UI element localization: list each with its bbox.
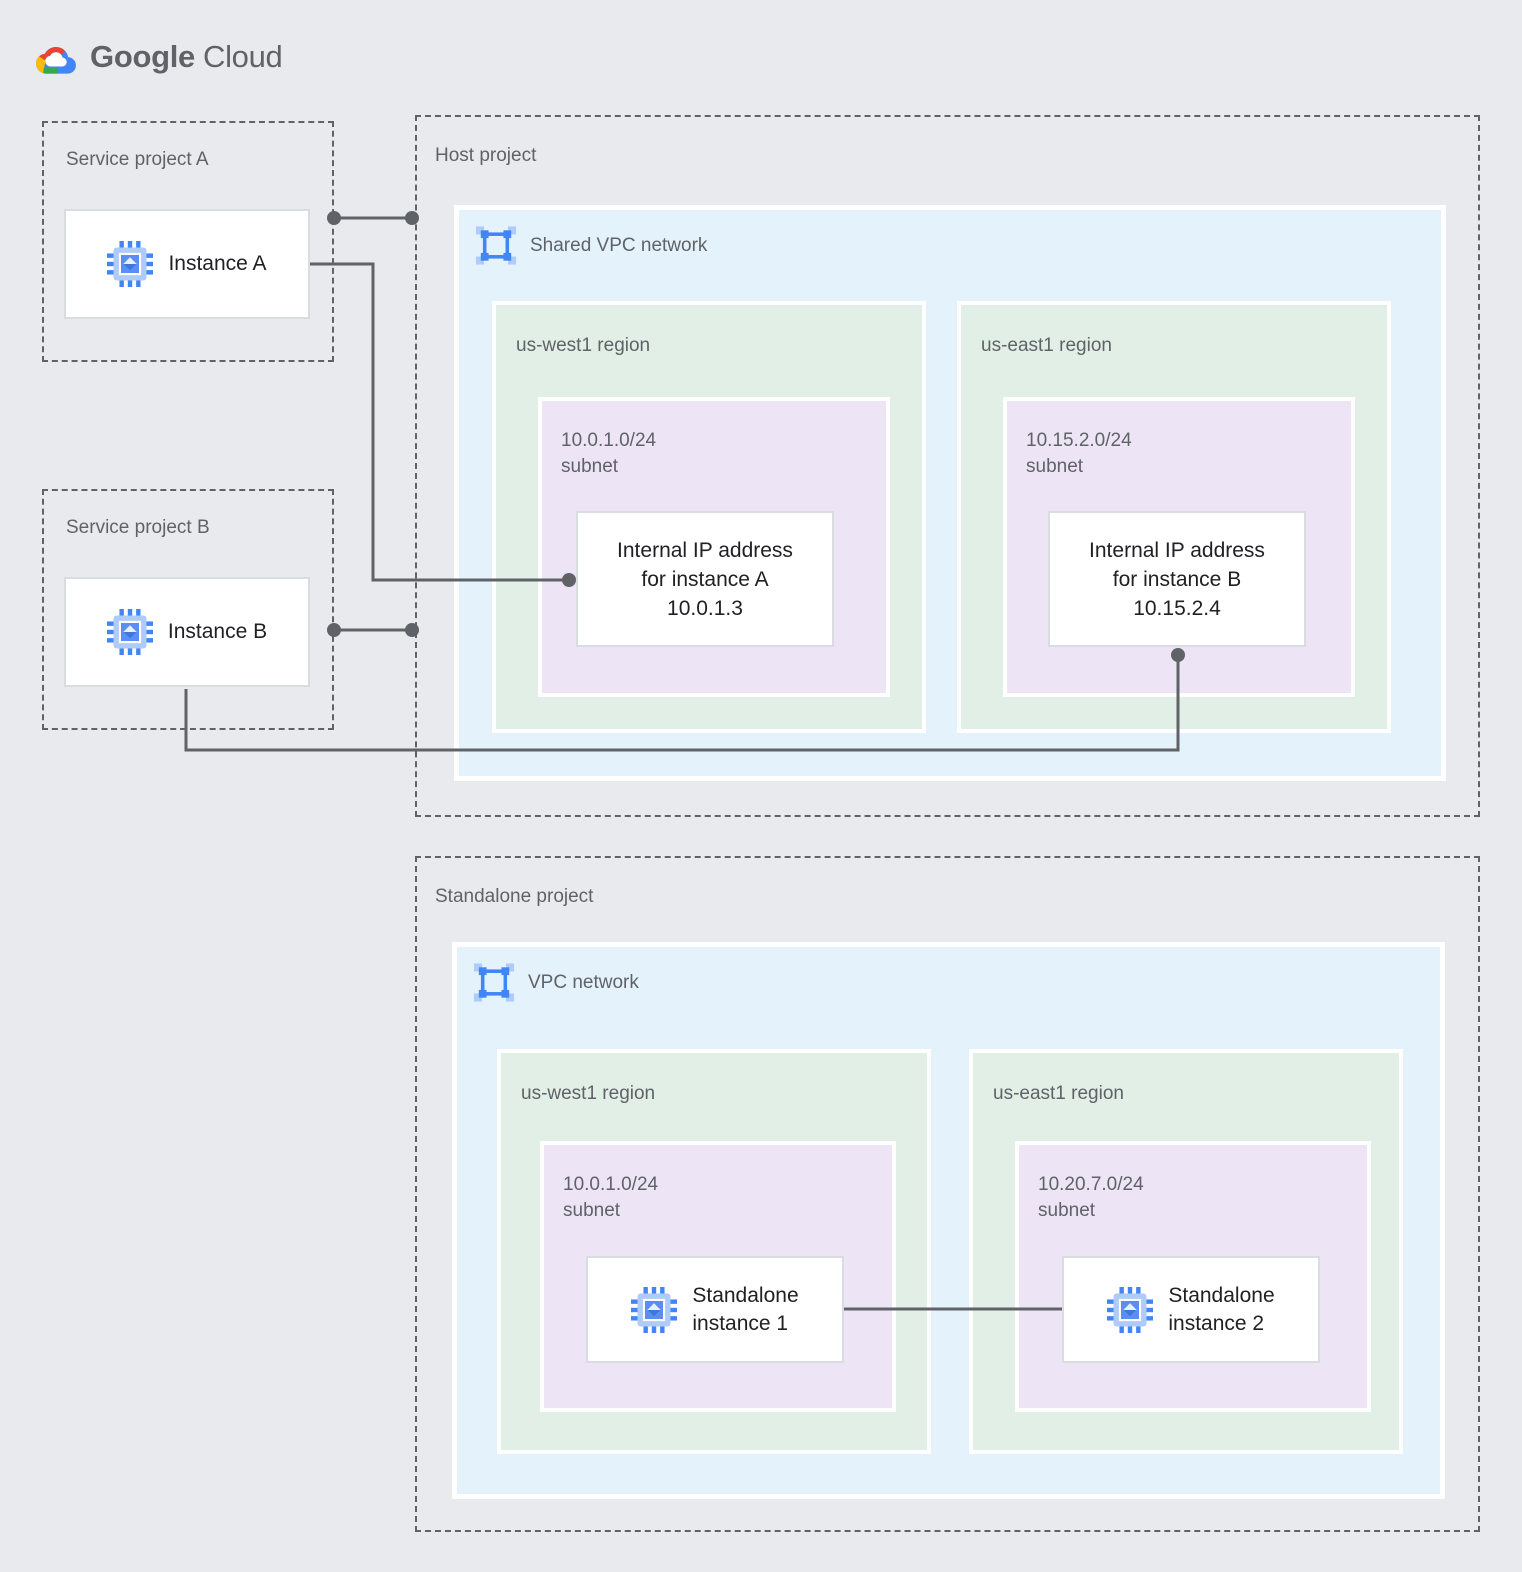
instance-a-label: Instance A	[168, 252, 267, 275]
host-subnet-us-west1: 10.0.1.0/24 subnet Internal IP address f…	[538, 397, 890, 697]
compute-engine-icon	[107, 241, 154, 287]
subnet-word: subnet	[563, 1200, 621, 1221]
standalone-instance-2-card: Standalone instance 2	[1062, 1256, 1320, 1363]
ip-card-line3: 10.0.1.3	[667, 596, 743, 620]
instance-a-card: Instance A	[64, 209, 310, 319]
logo-brand: Google	[90, 39, 195, 74]
standalone-project-label: Standalone project	[435, 886, 594, 907]
vpc-network-icon-slot	[473, 963, 515, 1002]
compute-engine-icon	[1107, 1286, 1154, 1333]
service-project-b-box: Service project B Instance B	[42, 489, 334, 730]
compute-engine-icon-slot	[631, 1286, 678, 1333]
standalone-subnet-us-west1-label: 10.0.1.0/24 subnet	[563, 1172, 658, 1224]
instance-line1: Standalone	[1168, 1283, 1275, 1307]
vpc-network-header: VPC network	[473, 963, 639, 1002]
instance-b-card: Instance B	[64, 577, 310, 687]
google-cloud-logo-icon	[36, 47, 76, 74]
standalone-region-us-east1-label: us-east1 region	[993, 1083, 1124, 1104]
host-region-us-west1-label: us-west1 region	[516, 335, 651, 356]
subnet-cidr: 10.0.1.0/24	[563, 1174, 659, 1195]
subnet-cidr: 10.20.7.0/24	[1038, 1174, 1144, 1195]
host-subnet-us-east1: 10.15.2.0/24 subnet Internal IP address …	[1003, 397, 1355, 697]
host-subnet-us-west1-label: 10.0.1.0/24 subnet	[561, 428, 656, 480]
logo-product: Cloud	[202, 39, 283, 74]
ip-card-line1: Internal IP address	[1089, 538, 1265, 562]
instance-line2: instance 1	[692, 1311, 789, 1335]
shared-vpc-network-label: Shared VPC network	[530, 234, 708, 256]
instance-b-label: Instance B	[167, 620, 268, 643]
compute-engine-icon-slot	[106, 609, 153, 655]
vpc-network-label: VPC network	[528, 971, 639, 993]
standalone-subnet-us-east1-label: 10.20.7.0/24 subnet	[1038, 1172, 1144, 1224]
standalone-instance-2-label: Standalone instance 2	[1168, 1282, 1274, 1338]
standalone-subnet-us-east1: 10.20.7.0/24 subnet Standalone instance …	[1015, 1141, 1371, 1412]
host-project-label: Host project	[435, 145, 537, 166]
subnet-word: subnet	[1026, 456, 1084, 477]
service-project-b-label: Service project B	[66, 517, 210, 538]
host-region-us-west1: us-west1 region 10.0.1.0/24 subnet Inter…	[492, 301, 926, 733]
host-region-us-east1-label: us-east1 region	[981, 335, 1112, 356]
google-cloud-logo: Google Cloud	[33, 38, 283, 76]
standalone-region-us-west1-label: us-west1 region	[521, 1083, 656, 1104]
vpc-network-icon	[473, 963, 515, 1002]
host-project-box: Host project Shared VPC network us-west1…	[415, 115, 1480, 817]
ip-card-line1: Internal IP address	[617, 538, 793, 562]
host-region-us-east1: us-east1 region 10.15.2.0/24 subnet Inte…	[957, 301, 1391, 733]
subnet-cidr: 10.0.1.0/24	[561, 430, 657, 451]
shared-vpc-network-box: Shared VPC network us-west1 region 10.0.…	[454, 205, 1446, 781]
service-project-a-box: Service project A Instance A	[42, 121, 334, 362]
ip-card-line2: for instance A	[641, 567, 769, 591]
shared-vpc-network-header: Shared VPC network	[475, 226, 707, 265]
compute-engine-icon-slot	[107, 241, 154, 287]
service-project-a-label: Service project A	[66, 149, 209, 170]
internal-ip-instance-a-card: Internal IP address for instance A 10.0.…	[576, 511, 834, 647]
google-cloud-logo-text: Google Cloud	[90, 39, 283, 75]
vpc-network-icon	[475, 226, 517, 265]
standalone-region-us-west1: us-west1 region 10.0.1.0/24 subnet	[497, 1049, 931, 1454]
standalone-region-us-east1: us-east1 region 10.20.7.0/24 subnet	[969, 1049, 1403, 1454]
standalone-subnet-us-west1: 10.0.1.0/24 subnet Standalone instance 1	[540, 1141, 896, 1412]
ip-card-line2: for instance B	[1112, 567, 1242, 591]
instance-line1: Standalone	[692, 1283, 799, 1307]
vpc-network-icon-slot	[475, 226, 517, 265]
subnet-cidr: 10.15.2.0/24	[1026, 430, 1132, 451]
compute-engine-icon	[631, 1286, 678, 1333]
subnet-word: subnet	[561, 456, 619, 477]
instance-line2: instance 2	[1168, 1311, 1265, 1335]
subnet-word: subnet	[1038, 1200, 1096, 1221]
standalone-instance-1-label: Standalone instance 1	[692, 1282, 798, 1338]
standalone-instance-1-card: Standalone instance 1	[586, 1256, 844, 1363]
standalone-project-box: Standalone project VPC network us-west1 …	[415, 856, 1480, 1532]
compute-engine-icon-slot	[1107, 1286, 1154, 1333]
internal-ip-instance-b-card: Internal IP address for instance B 10.15…	[1048, 511, 1306, 647]
vpc-network-box: VPC network us-west1 region 10.0.1.0/24 …	[452, 942, 1445, 1499]
host-subnet-us-east1-label: 10.15.2.0/24 subnet	[1026, 428, 1132, 480]
ip-card-line3: 10.15.2.4	[1133, 596, 1221, 620]
compute-engine-icon	[106, 609, 153, 655]
